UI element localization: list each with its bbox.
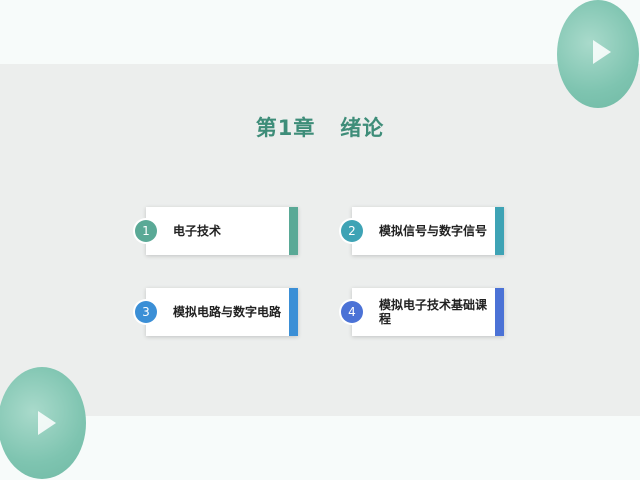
number-badge: 1 — [135, 220, 157, 242]
play-arrow-icon — [593, 40, 611, 64]
topic-card-1[interactable]: 1 电子技术 — [135, 207, 298, 255]
topic-label: 模拟信号与数字信号 — [379, 224, 488, 238]
accent-bar — [289, 288, 298, 336]
topic-card-4[interactable]: 4 模拟电子技术基础课程 — [341, 288, 504, 336]
accent-bar — [495, 288, 504, 336]
top-right-decor-circle — [557, 0, 639, 108]
number-badge: 3 — [135, 301, 157, 323]
topic-label: 电子技术 — [173, 224, 222, 238]
accent-bar — [289, 207, 298, 255]
number-badge: 4 — [341, 301, 363, 323]
bottom-left-decor-circle — [0, 367, 86, 479]
topic-label: 模拟电路与数字电路 — [173, 305, 282, 319]
accent-bar — [495, 207, 504, 255]
content-band — [0, 64, 640, 416]
chapter-title: 第1章 绪论 — [255, 116, 385, 140]
number-badge: 2 — [341, 220, 363, 242]
topic-card-2[interactable]: 2 模拟信号与数字信号 — [341, 207, 504, 255]
topic-label: 模拟电子技术基础课程 — [379, 298, 488, 326]
topic-card-3[interactable]: 3 模拟电路与数字电路 — [135, 288, 298, 336]
play-arrow-icon — [38, 411, 56, 435]
